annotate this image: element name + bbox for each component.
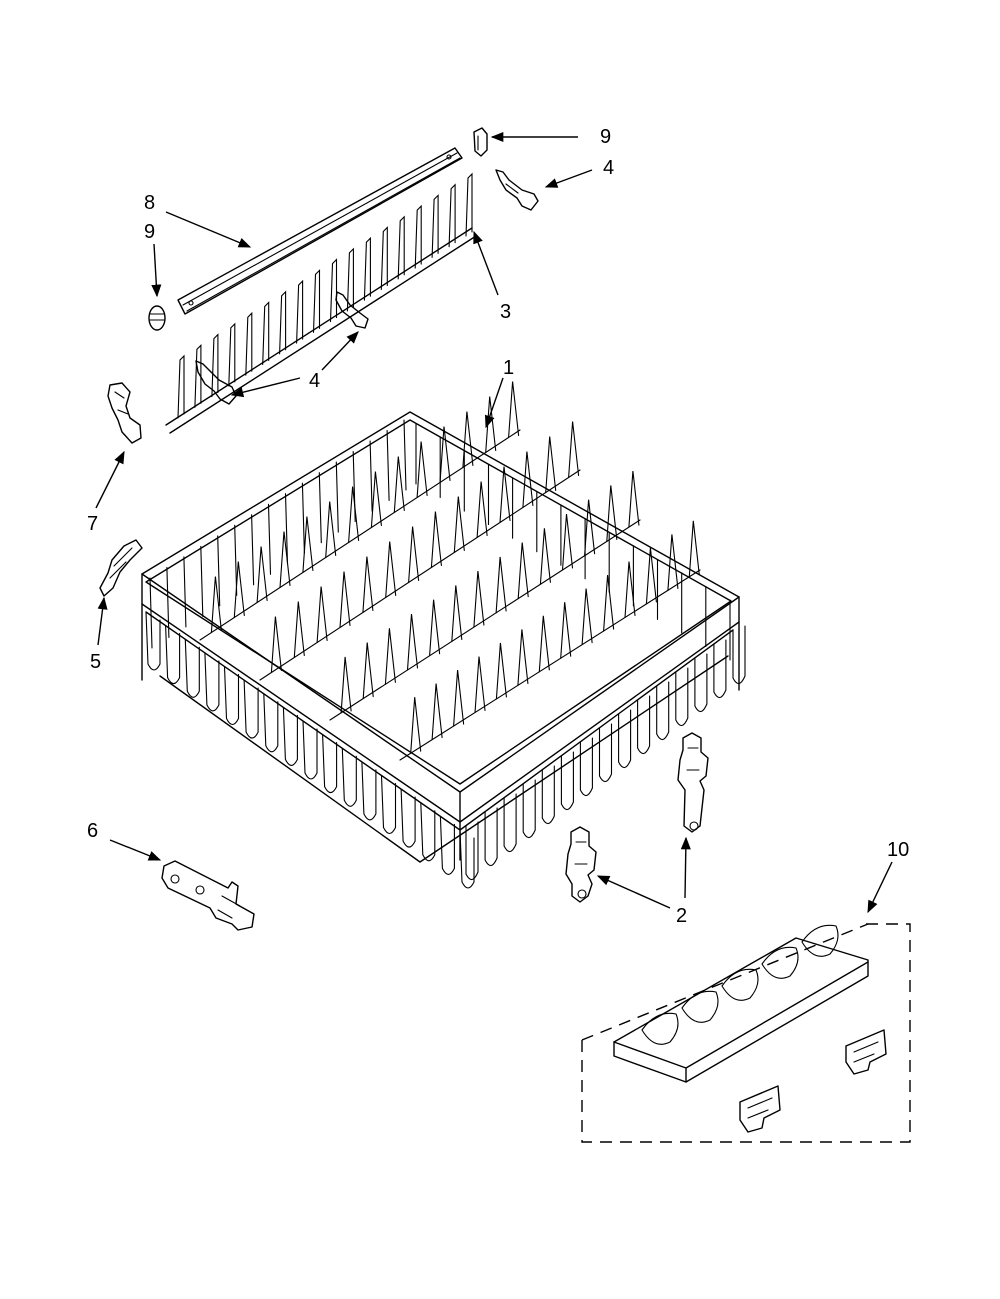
callout-4-top: 4 <box>603 157 615 179</box>
part-4-clip-mid <box>335 291 369 329</box>
part-3-tine-row <box>165 172 477 434</box>
part-9-cap-top <box>473 127 488 157</box>
part-7-bracket <box>107 382 142 444</box>
part-4-clip-left <box>195 360 237 405</box>
callout-1: 1 <box>503 357 515 379</box>
part-2-glide-right <box>677 732 709 833</box>
part-9-cap-left <box>148 305 166 331</box>
part-10-kit <box>581 923 911 1143</box>
part-8-rail <box>177 147 463 315</box>
callout-9-left: 9 <box>144 221 156 243</box>
leader-arrows <box>95 131 893 914</box>
part-1-rack <box>141 381 746 889</box>
callout-8: 8 <box>144 192 156 214</box>
callout-4-mid: 4 <box>309 370 321 392</box>
callout-3: 3 <box>500 301 512 323</box>
part-4-clip-top <box>495 169 539 211</box>
callout-7: 7 <box>87 513 99 535</box>
part-2-glide-left <box>565 826 597 903</box>
part-5-handle <box>99 539 143 597</box>
callout-5: 5 <box>90 651 102 673</box>
callout-9-top: 9 <box>600 126 612 148</box>
callout-2: 2 <box>676 905 688 927</box>
callout-6: 6 <box>87 820 99 842</box>
callout-10: 10 <box>887 839 910 861</box>
part-6-bracket <box>161 860 255 931</box>
